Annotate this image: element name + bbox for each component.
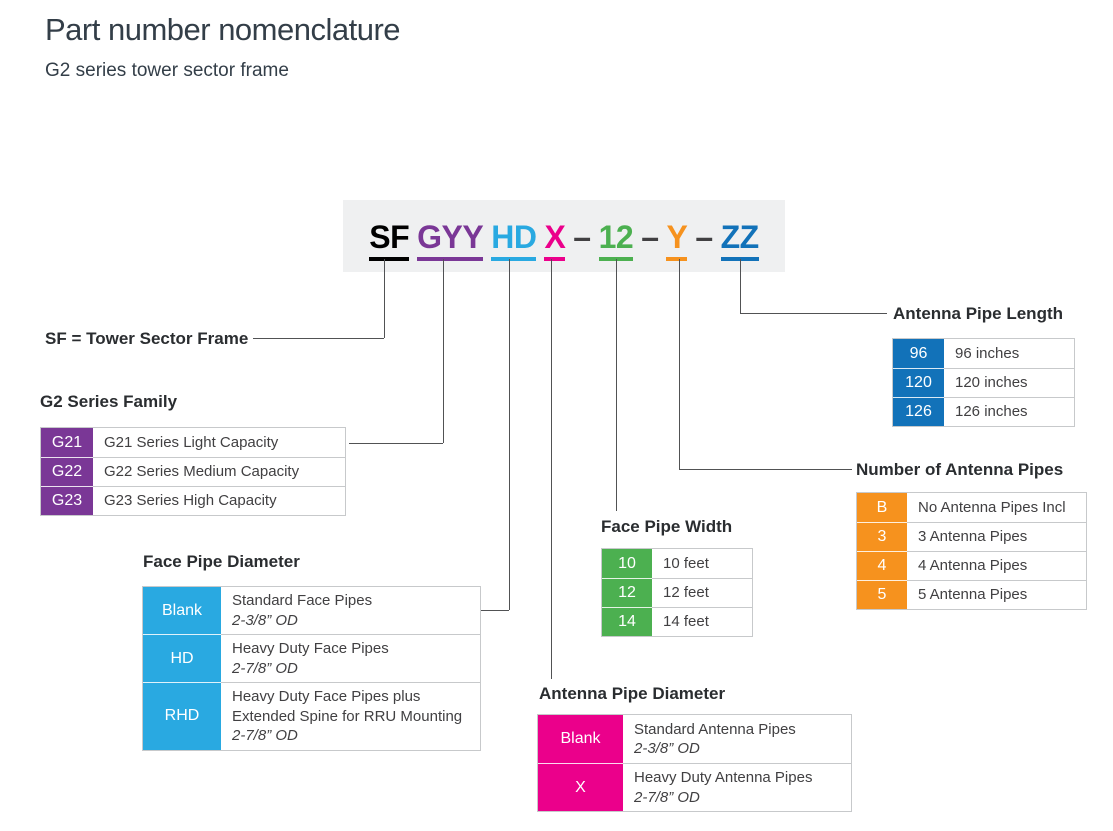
face-pipe-width-title: Face Pipe Width bbox=[601, 517, 733, 536]
key-cell: X bbox=[538, 763, 623, 811]
sf-callout-label: SF = Tower Sector Frame bbox=[45, 329, 249, 348]
pn-dash: – bbox=[641, 219, 659, 255]
pn-segment-sf: SF bbox=[369, 221, 410, 261]
key-cell: 12 bbox=[602, 578, 652, 607]
value-cell: G21 Series Light Capacity bbox=[104, 433, 279, 451]
key-cell: G21 bbox=[41, 428, 93, 457]
key-cell: RHD bbox=[143, 682, 221, 750]
pn-segment-zz: ZZ bbox=[720, 221, 759, 261]
key-cell: 5 bbox=[857, 580, 907, 609]
table-row: 10 10 feet bbox=[602, 549, 752, 578]
key-cell: HD bbox=[143, 634, 221, 682]
key-cell: 126 bbox=[893, 397, 944, 426]
value-cell: 96 inches bbox=[955, 344, 1020, 362]
key-cell: Blank bbox=[143, 587, 221, 634]
key-cell: Blank bbox=[538, 715, 623, 763]
face-pipe-diameter-table: Blank Standard Face Pipes 2-3/8” OD HD H… bbox=[142, 586, 481, 751]
connector-x-vertical bbox=[551, 259, 552, 679]
connector-sf-vertical bbox=[384, 259, 385, 338]
value-cell: 5 Antenna Pipes bbox=[907, 580, 1086, 609]
table-row: G21 G21 Series Light Capacity bbox=[41, 428, 345, 457]
table-row: RHD Heavy Duty Face Pipes plus Extended … bbox=[143, 682, 480, 750]
value-cell: 4 Antenna Pipes bbox=[907, 551, 1086, 580]
key-cell: 14 bbox=[602, 607, 652, 636]
value-cell: No Antenna Pipes Incl bbox=[918, 498, 1066, 516]
value-cell: 126 inches bbox=[944, 397, 1074, 426]
connector-hd-vertical bbox=[509, 259, 510, 610]
value-cell: G22 Series Medium Capacity bbox=[93, 457, 345, 486]
table-row: Blank Standard Face Pipes 2-3/8” OD bbox=[143, 587, 480, 634]
number-of-antenna-pipes-table: B No Antenna Pipes Incl 3 3 Antenna Pipe… bbox=[856, 492, 1087, 610]
key-cell: B bbox=[857, 493, 907, 522]
antenna-pipe-diameter-title: Antenna Pipe Diameter bbox=[539, 684, 726, 703]
value-cell: Standard Face Pipes 2-3/8” OD bbox=[232, 592, 373, 629]
key-cell: 10 bbox=[602, 549, 652, 578]
page-subtitle: G2 series tower sector frame bbox=[45, 60, 289, 81]
key-cell: G23 bbox=[41, 486, 93, 515]
value-cell: 3 Antenna Pipes bbox=[907, 522, 1086, 551]
g2-series-family-title: G2 Series Family bbox=[40, 392, 178, 411]
table-row: 4 4 Antenna Pipes bbox=[857, 551, 1086, 580]
pn-segment-x: X bbox=[544, 221, 566, 261]
connector-gyy-horizontal bbox=[349, 443, 443, 444]
connector-gyy-vertical bbox=[443, 259, 444, 443]
value-cell: Heavy Duty Face Pipes plus Extended Spin… bbox=[221, 682, 480, 750]
pn-segment-hd: HD bbox=[491, 221, 537, 261]
face-pipe-width-table: 10 10 feet 12 12 feet 14 14 feet bbox=[601, 548, 753, 637]
value-cell: 10 feet bbox=[663, 554, 709, 572]
table-row: 14 14 feet bbox=[602, 607, 752, 636]
value-cell: G23 Series High Capacity bbox=[93, 486, 345, 515]
key-cell: G22 bbox=[41, 457, 93, 486]
table-row: HD Heavy Duty Face Pipes 2-7/8” OD bbox=[143, 634, 480, 682]
value-cell: Heavy Duty Antenna Pipes 2-7/8” OD bbox=[623, 763, 851, 811]
connector-sf-horizontal bbox=[253, 338, 384, 339]
key-cell: 3 bbox=[857, 522, 907, 551]
value-cell: Heavy Duty Face Pipes 2-7/8” OD bbox=[221, 634, 480, 682]
pn-segment-gyy: GYY bbox=[417, 221, 484, 261]
table-row: 96 96 inches bbox=[893, 339, 1074, 368]
face-pipe-diameter-title: Face Pipe Diameter bbox=[143, 552, 300, 571]
connector-zz-horizontal bbox=[740, 313, 887, 314]
connector-y-vertical bbox=[679, 259, 680, 469]
connector-zz-vertical bbox=[740, 259, 741, 313]
table-row: 12 12 feet bbox=[602, 578, 752, 607]
antenna-pipe-diameter-table: Blank Standard Antenna Pipes 2-3/8” OD X… bbox=[537, 714, 852, 812]
value-cell: Standard Antenna Pipes 2-3/8” OD bbox=[634, 720, 796, 758]
value-cell: 120 inches bbox=[944, 368, 1074, 397]
pn-dash: – bbox=[695, 219, 713, 255]
connector-hd-horizontal bbox=[481, 610, 509, 611]
g2-series-family-table: G21 G21 Series Light Capacity G22 G22 Se… bbox=[40, 427, 346, 516]
number-of-antenna-pipes-title: Number of Antenna Pipes bbox=[856, 460, 1064, 479]
connector-y-horizontal bbox=[679, 469, 852, 470]
pn-segment-y: Y bbox=[666, 221, 688, 261]
connector-12-vertical bbox=[616, 259, 617, 511]
part-number-formula: SF GYY HD X – 12 – Y – ZZ bbox=[343, 200, 785, 272]
table-row: X Heavy Duty Antenna Pipes 2-7/8” OD bbox=[538, 763, 851, 811]
antenna-pipe-length-table: 96 96 inches 120 120 inches 126 126 inch… bbox=[892, 338, 1075, 427]
pn-dash: – bbox=[573, 219, 591, 255]
antenna-pipe-length-title: Antenna Pipe Length bbox=[893, 304, 1063, 323]
table-row: B No Antenna Pipes Incl bbox=[857, 493, 1086, 522]
table-row: 5 5 Antenna Pipes bbox=[857, 580, 1086, 609]
key-cell: 120 bbox=[893, 368, 944, 397]
pn-segment-12: 12 bbox=[598, 221, 634, 261]
value-cell: 14 feet bbox=[652, 607, 752, 636]
table-row: 3 3 Antenna Pipes bbox=[857, 522, 1086, 551]
table-row: 120 120 inches bbox=[893, 368, 1074, 397]
value-cell: 12 feet bbox=[652, 578, 752, 607]
page-title: Part number nomenclature bbox=[45, 12, 401, 47]
table-row: Blank Standard Antenna Pipes 2-3/8” OD bbox=[538, 715, 851, 763]
table-row: G23 G23 Series High Capacity bbox=[41, 486, 345, 515]
table-row: 126 126 inches bbox=[893, 397, 1074, 426]
table-row: G22 G22 Series Medium Capacity bbox=[41, 457, 345, 486]
key-cell: 96 bbox=[893, 339, 944, 368]
key-cell: 4 bbox=[857, 551, 907, 580]
